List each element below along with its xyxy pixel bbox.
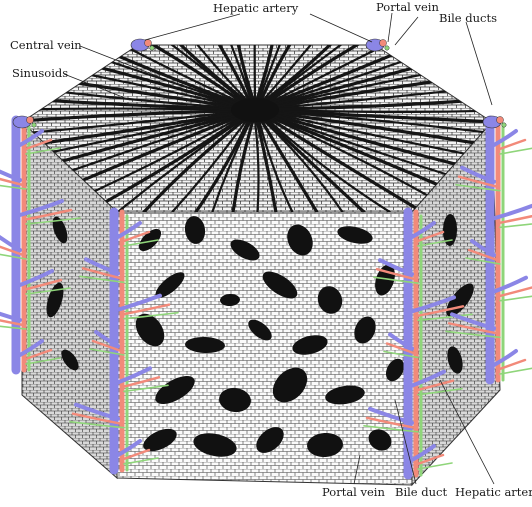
bile-duct-twig [500,148,532,154]
label-hepatic-artery-top: Hepatic artery [213,3,298,15]
hepatic-artery-cap [27,117,34,124]
hepatic-artery-cap [145,40,152,47]
hepatic-artery-cap [497,117,504,124]
bile-duct-cap [385,46,389,50]
bile-duct-cap [32,123,36,127]
label-portal-vein-bottom: Portal vein [322,487,385,499]
label-bile-ducts-top: Bile ducts [439,13,497,25]
hepatic-artery-cap [380,40,387,47]
label-portal-vein-top: Portal vein [376,2,439,14]
bile-duct-cap [502,123,506,127]
top-face [22,45,492,212]
bile-duct-cap [150,46,154,50]
bile-duct-twig [500,368,532,374]
label-sinusoids: Sinusoids [12,68,68,80]
central-vein-opening [231,98,279,122]
label-bile-duct-bottom: Bile duct [395,487,447,499]
label-hepatic-artery-bottom: Hepatic artery [455,487,532,499]
label-central-vein: Central vein [10,40,82,52]
